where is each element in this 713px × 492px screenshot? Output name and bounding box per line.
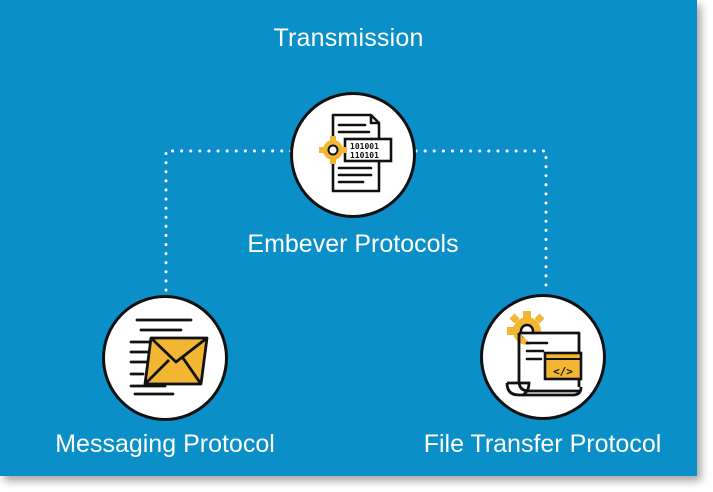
connector-embever-to-file-transfer <box>414 149 548 294</box>
binary-document-gear-icon: 101001 110101 <box>319 113 393 193</box>
diagram-panel: Transmission <box>0 0 697 476</box>
messaging-protocol-label: Messaging Protocol <box>55 430 275 458</box>
diagram-title: Transmission <box>273 24 424 52</box>
embever-protocols-node: 101001 110101 <box>290 92 416 218</box>
svg-text:110101: 110101 <box>350 151 379 160</box>
connector-lines <box>164 149 548 298</box>
code-scroll-gear-icon: </> <box>505 311 583 397</box>
svg-text:</>: </> <box>553 365 573 378</box>
svg-text:101001: 101001 <box>350 142 379 151</box>
envelope-icon <box>129 318 209 396</box>
messaging-protocol-node <box>102 295 228 421</box>
connector-embever-to-messaging <box>164 149 302 298</box>
file-transfer-protocol-node: </> <box>480 294 606 420</box>
file-transfer-protocol-label: File Transfer Protocol <box>423 430 662 458</box>
embever-protocols-label: Embever Protocols <box>247 230 459 258</box>
